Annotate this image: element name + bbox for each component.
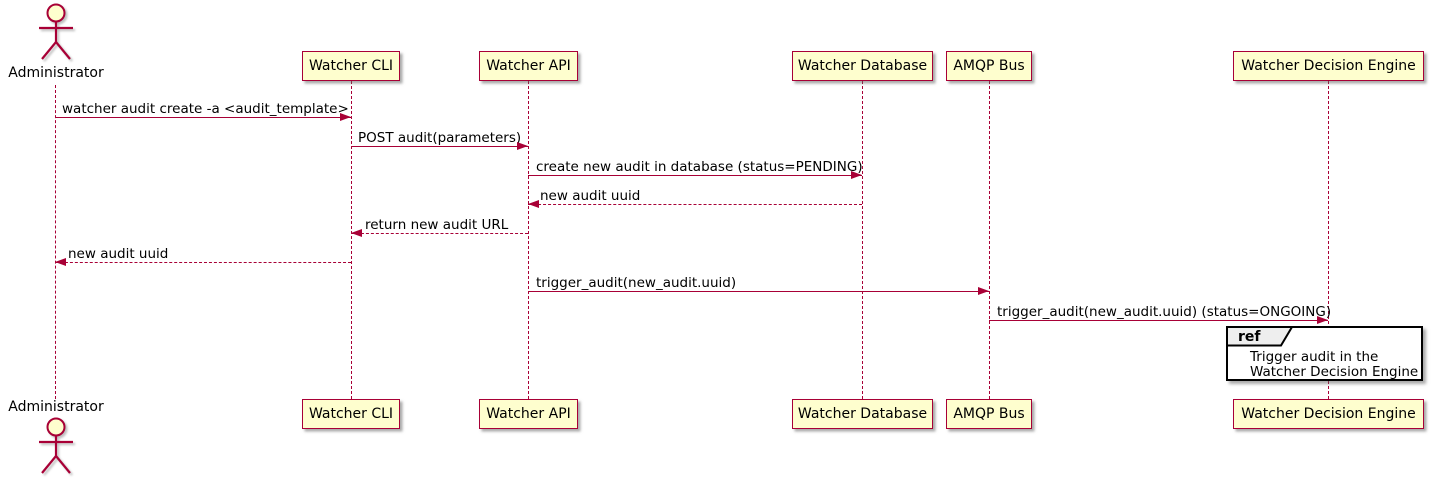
participant-watcher-decision-engine-top: Watcher Decision Engine	[1233, 51, 1424, 81]
message-label-post-audit: POST audit(parameters)	[358, 130, 522, 146]
participant-watcher-decision-engine-bottom: Watcher Decision Engine	[1233, 399, 1424, 429]
participant-amqp-bus-bottom: AMQP Bus	[946, 399, 1032, 429]
message-line	[351, 233, 528, 234]
lifeline-watcher-cli	[351, 81, 352, 399]
ref-keyword: ref	[1238, 329, 1261, 345]
message-line	[528, 291, 989, 292]
arrowhead-left-icon	[528, 200, 539, 208]
actor-icon	[39, 417, 73, 474]
message-line	[528, 175, 862, 176]
participant-watcher-api-bottom: Watcher API	[479, 399, 578, 429]
ref-tab-shape	[1226, 326, 1294, 347]
actor-administrator-bottom	[34, 416, 78, 480]
message-line	[351, 146, 528, 147]
message-line	[55, 262, 351, 263]
ref-text-line1: Trigger audit in the	[1250, 349, 1379, 365]
participant-amqp-bus-top: AMQP Bus	[946, 51, 1032, 81]
arrowhead-right-icon	[978, 287, 989, 295]
actor-administrator-top	[34, 2, 78, 66]
lifeline-watcher-api	[528, 81, 529, 399]
message-label-create-audit-db: create new audit in database (status=PEN…	[536, 159, 863, 175]
actor-icon	[39, 3, 73, 60]
ref-fragment: ref Trigger audit in the Watcher Decisio…	[1226, 326, 1423, 381]
arrowhead-right-icon	[1317, 316, 1328, 324]
message-line	[55, 117, 351, 118]
lifeline-amqp-bus	[989, 81, 990, 399]
arrowhead-left-icon	[55, 258, 66, 266]
message-label-return-audit-url: return new audit URL	[365, 217, 509, 233]
arrowhead-left-icon	[351, 229, 362, 237]
message-label-new-audit-uuid-admin: new audit uuid	[68, 246, 169, 262]
message-line	[528, 204, 862, 205]
message-label-audit-create: watcher audit create -a <audit_template>	[62, 101, 349, 117]
arrowhead-right-icon	[517, 142, 528, 150]
message-line	[989, 320, 1328, 321]
actor-label-administrator-top: Administrator	[8, 65, 104, 81]
lifeline-administrator	[55, 85, 56, 399]
message-label-new-audit-uuid-api: new audit uuid	[540, 188, 641, 204]
participant-watcher-database-bottom: Watcher Database	[792, 399, 933, 429]
message-label-trigger-audit-ongoing: trigger_audit(new_audit.uuid) (status=ON…	[997, 304, 1332, 320]
participant-watcher-database-top: Watcher Database	[792, 51, 933, 81]
arrowhead-right-icon	[851, 171, 862, 179]
participant-watcher-cli-bottom: Watcher CLI	[302, 399, 400, 429]
lifeline-watcher-database	[862, 81, 863, 399]
message-label-trigger-audit: trigger_audit(new_audit.uuid)	[536, 275, 737, 291]
participant-watcher-cli-top: Watcher CLI	[302, 51, 400, 81]
lifeline-watcher-decision-engine	[1328, 81, 1329, 399]
participant-watcher-api-top: Watcher API	[479, 51, 578, 81]
arrowhead-right-icon	[340, 113, 351, 121]
actor-label-administrator-bottom: Administrator	[8, 399, 104, 415]
ref-text-line2: Watcher Decision Engine	[1250, 364, 1419, 380]
